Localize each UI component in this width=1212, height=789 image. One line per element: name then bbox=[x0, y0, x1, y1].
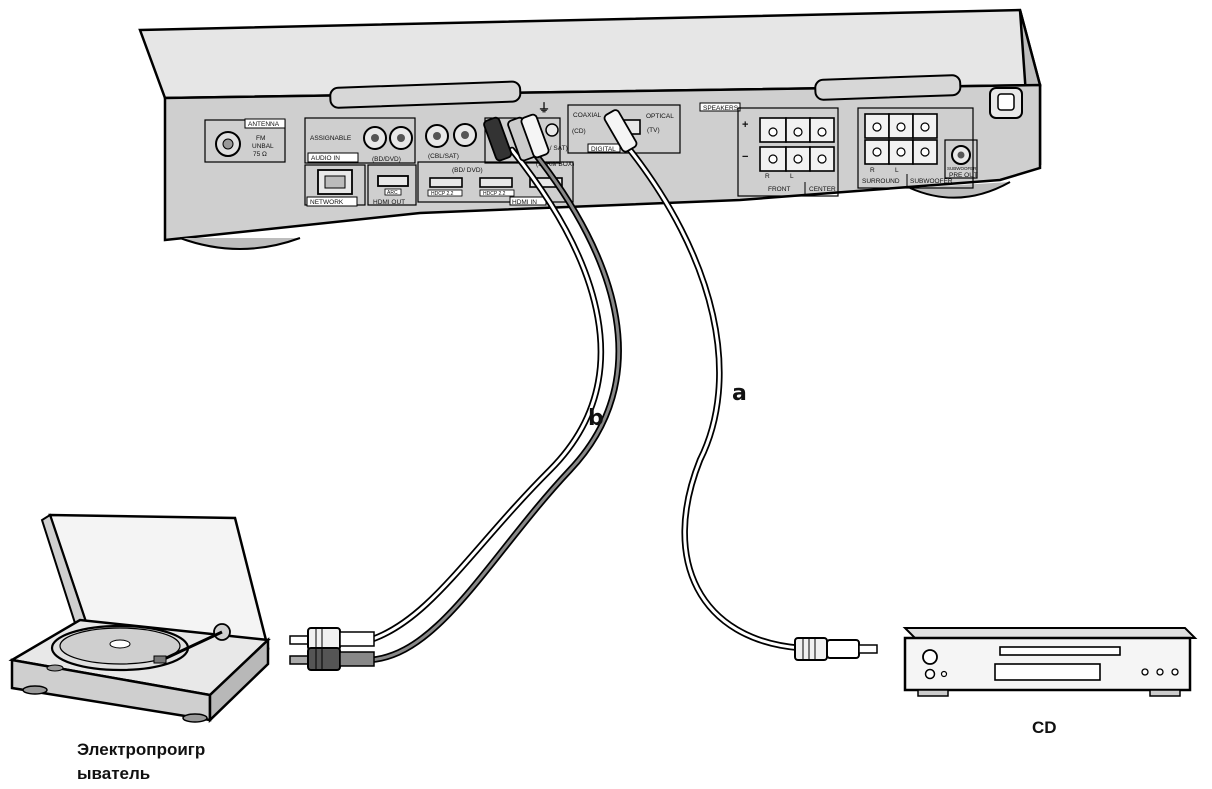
digital-label: DIGITAL bbox=[591, 146, 616, 153]
cd-power-button bbox=[922, 649, 938, 665]
ground-icon: ⏚ bbox=[538, 101, 550, 115]
cd-display bbox=[994, 663, 1101, 681]
hdmi-bd-label: (BD/ DVD) bbox=[452, 167, 483, 174]
unbal-label: UNBAL bbox=[252, 143, 274, 150]
network-label: NETWORK bbox=[310, 199, 344, 206]
receiver-foot-right bbox=[909, 181, 1011, 199]
coaxial-plug bbox=[603, 109, 638, 153]
cd-disc-tray bbox=[999, 646, 1121, 656]
audio-in-label: AUDIO IN bbox=[311, 155, 340, 162]
rca-plugs-turntable bbox=[289, 627, 375, 671]
digital-frame bbox=[567, 104, 681, 154]
center-label: CENTER bbox=[809, 186, 836, 193]
assignable-label: ASSIGNABLE bbox=[310, 135, 352, 142]
surround-frame bbox=[857, 107, 974, 189]
antenna-label-box bbox=[244, 118, 286, 129]
hdmi-in-port-2[interactable] bbox=[479, 177, 513, 188]
av-receiver: ANTENNA FM UNBAL 75 Ω ASSIGNABLE AUDIO I… bbox=[138, 8, 1042, 250]
front-terminals bbox=[759, 117, 835, 172]
hdmi-out-label: HDMI OUT bbox=[373, 199, 405, 206]
wireless-antenna-left bbox=[329, 80, 522, 109]
turntable-label-line2: ыватель bbox=[77, 764, 150, 783]
hdcp-label-2: HDCP 2.2 bbox=[483, 191, 506, 197]
front-r-label: R bbox=[765, 173, 770, 180]
cbl-sat-in-label: (CBL/ SAT) bbox=[535, 145, 568, 152]
receiver-foot-left bbox=[179, 237, 301, 250]
ohm-label: 75 Ω bbox=[253, 151, 267, 158]
surround-r-label: R bbox=[870, 167, 875, 174]
audio-in-frame bbox=[304, 117, 416, 164]
plus-sign: + bbox=[742, 119, 748, 131]
cd-player bbox=[902, 627, 1198, 697]
ground-terminal[interactable] bbox=[545, 123, 559, 137]
pre-out-frame bbox=[944, 139, 978, 179]
hdmi-in-label: HDMI IN bbox=[512, 199, 537, 206]
surround-l-label: L bbox=[895, 167, 899, 174]
tv-port-label: (TV) bbox=[647, 127, 660, 134]
rca-plug-white-end bbox=[307, 627, 341, 651]
strm-box-label: (STRM BOX) bbox=[536, 161, 574, 168]
cd-label: CD bbox=[1032, 718, 1057, 737]
minus-sign: − bbox=[742, 151, 748, 163]
rca-plug-black-end bbox=[307, 647, 341, 671]
hdmi-in-frame bbox=[417, 161, 574, 203]
optical-label: OPTICAL bbox=[646, 113, 674, 120]
front-l-label: L bbox=[790, 173, 794, 180]
cable-a bbox=[618, 136, 804, 652]
surround-label: SURROUND bbox=[862, 178, 900, 185]
rca-plugs-receiver bbox=[483, 109, 638, 162]
front-center-frame bbox=[737, 107, 839, 197]
bd-dvd-label: (BD/DVD) bbox=[372, 156, 401, 163]
cbl-sat-label: (CBL/SAT) bbox=[428, 153, 459, 160]
cable-a-label: a bbox=[732, 381, 747, 406]
speakers-label: SPEAKERS bbox=[703, 105, 739, 112]
antenna-label: ANTENNA bbox=[248, 121, 280, 128]
cd-port-label: (CD) bbox=[572, 128, 586, 135]
cable-b bbox=[304, 146, 622, 664]
wireless-antenna-right bbox=[814, 74, 962, 101]
surround-terminals bbox=[864, 113, 938, 165]
fm-label: FM bbox=[256, 135, 265, 142]
turntable-label-line1: Электропроигр bbox=[77, 740, 205, 759]
hdmi-in-port-1[interactable] bbox=[429, 177, 463, 188]
tonearm bbox=[161, 630, 223, 662]
hdcp-label-1: HDCP 2.2 bbox=[431, 191, 454, 197]
arc-label: ARC bbox=[387, 190, 398, 196]
sub-pre-label: SUBWOOFER bbox=[947, 166, 977, 171]
hdmi-out-frame bbox=[367, 164, 417, 206]
coaxial-label: COAXIAL bbox=[573, 112, 602, 119]
rca-plug-black bbox=[483, 116, 513, 162]
cable-b-label: b bbox=[588, 406, 604, 431]
rca-plug-white-2 bbox=[520, 113, 550, 159]
front-label: FRONT bbox=[768, 186, 790, 193]
turntable bbox=[8, 513, 271, 723]
hdmi-in-port-3[interactable] bbox=[529, 177, 563, 188]
speaker-terminal[interactable] bbox=[809, 117, 835, 143]
subwoofer-label: SUBWOOFER bbox=[910, 178, 953, 185]
hdmi-out-port[interactable] bbox=[377, 175, 409, 187]
coaxial-plug-cd bbox=[794, 637, 878, 661]
pre-out-label: PRE OUT bbox=[949, 172, 978, 179]
